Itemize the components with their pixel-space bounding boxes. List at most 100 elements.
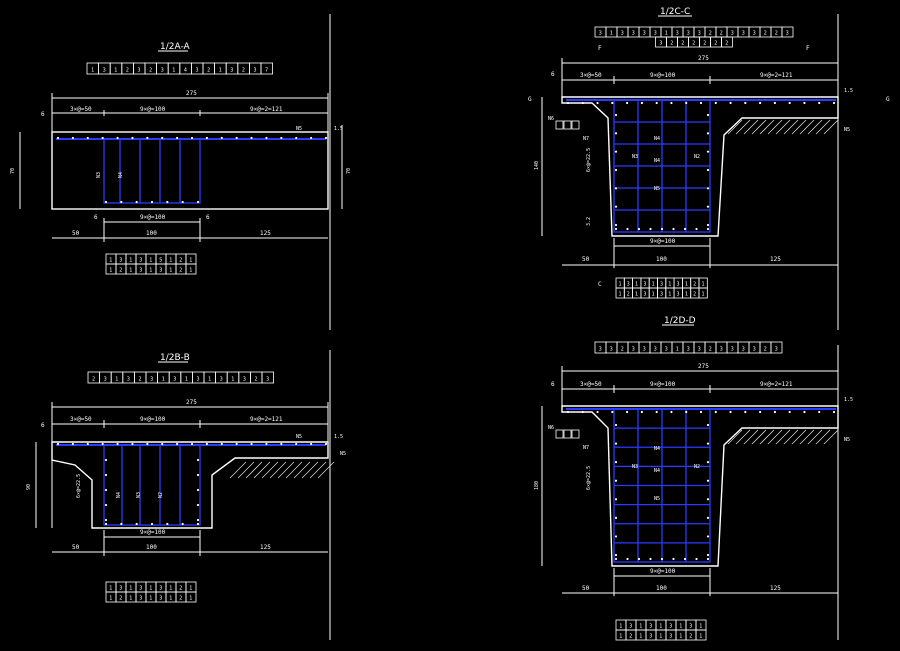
bar-label: N5 (654, 186, 660, 192)
table-cell-text: 2 (629, 634, 632, 640)
rebar-dot (280, 136, 283, 140)
rebar-dot (670, 101, 673, 105)
table-cell-text: 2 (126, 68, 129, 74)
table-cell (185, 591, 197, 603)
rebar-dot (146, 136, 149, 140)
rebar-dot (611, 410, 614, 414)
table-cell-text: 2 (92, 377, 95, 383)
table-cell-text: 2 (149, 68, 152, 74)
rebar-dot (295, 136, 298, 140)
table-cell-text: 1 (668, 282, 671, 288)
dim-total: 275 (698, 55, 709, 62)
table-cell-text: 1 (639, 634, 642, 640)
bottom-rebar: 9×@=100 (650, 238, 676, 245)
hatch-line (743, 429, 759, 445)
table-cell-text: 3 (119, 258, 122, 264)
table-cell-text: 3 (150, 377, 153, 383)
callout-box (563, 429, 572, 439)
rebar-dot (706, 461, 710, 464)
rebar-dots (56, 442, 328, 526)
section-d-title: 1/2D-D (664, 316, 696, 326)
rebar-grid (614, 100, 710, 232)
rebar-dot (729, 101, 732, 105)
rebar-label: 9×@=2=121 (250, 416, 283, 423)
rebar-dot (104, 473, 108, 477)
rebar-dot (86, 136, 89, 140)
rebar-dot (104, 200, 108, 204)
rebar-dot (161, 442, 164, 446)
table-cell-text: 3 (677, 292, 680, 298)
rebar-dot (196, 518, 200, 522)
table-cell-text: 3 (243, 377, 246, 383)
rebar-dot (744, 101, 747, 105)
rebar-dot (626, 410, 629, 414)
hatch-line (807, 119, 823, 135)
hatch-line (309, 461, 327, 479)
table-cell-text: 1 (109, 268, 112, 274)
rebar-dot (614, 557, 618, 561)
table-cell-text: 2 (720, 31, 723, 37)
table-cell-text: 1 (685, 282, 688, 288)
rebar-dot (116, 442, 119, 446)
table-cell-text: 3 (254, 68, 257, 74)
table-cell-text: 3 (654, 31, 657, 37)
table-cell-text: 2 (119, 268, 122, 274)
table-cell-text: 2 (692, 41, 695, 47)
dim-bottom: 50 (582, 585, 590, 592)
table-cell-text: 3 (599, 347, 602, 353)
rebar-dot (181, 522, 184, 526)
rebar-dot (706, 187, 710, 190)
rebar-dot (803, 410, 806, 414)
bar-label: N3 (136, 492, 142, 498)
rebar-dot (640, 410, 643, 414)
rebar-dot (250, 136, 253, 140)
table-cell-text: 3 (643, 347, 646, 353)
table-cell-text: 7 (265, 68, 268, 74)
rebar-dot (706, 557, 710, 561)
rebar-dot (104, 488, 108, 492)
rebar-dot (706, 150, 710, 153)
rebar-dot (655, 410, 658, 414)
rebar-dot (104, 458, 108, 462)
rebar-dot (614, 535, 618, 538)
table-cell-text: 1 (699, 634, 702, 640)
rebar-dot (56, 136, 60, 140)
table-cell-text: 3 (753, 347, 756, 353)
rebar-label: 3×@=50 (580, 72, 602, 79)
rebar-dot (566, 410, 570, 414)
rebar-dot (220, 136, 223, 140)
rebar-dot (71, 136, 74, 140)
hatch-line (727, 119, 743, 135)
callout-box (555, 120, 564, 130)
table-cell-text: 2 (179, 586, 182, 592)
hatch-line (791, 429, 807, 445)
rebar-dot (190, 136, 194, 140)
rebar-dots (566, 410, 836, 561)
rebar-dot (131, 442, 134, 446)
dim-left-height: 140 (534, 161, 540, 170)
hatch-line (759, 429, 775, 445)
table-cell-text: 2 (775, 31, 778, 37)
rebar-dot (626, 227, 629, 231)
rebar-label: 3×@=50 (70, 416, 92, 423)
table-cell-text: 1 (129, 596, 132, 602)
table-cell-text: 3 (687, 347, 690, 353)
rebar-dot (614, 479, 618, 482)
table-cell-text: 3 (660, 282, 663, 288)
table-cell-text: 3 (643, 292, 646, 298)
table-cell-text: 3 (173, 377, 176, 383)
table-cell-text: 1 (91, 68, 94, 74)
table-cell-text: 3 (753, 31, 756, 37)
dim-bottom: 100 (656, 585, 667, 592)
rebar-dot (614, 516, 618, 519)
rebar-dot (581, 410, 584, 414)
table-cell-text: 1 (189, 586, 192, 592)
rebar-dot (614, 553, 618, 557)
table-cell-text: 3 (643, 282, 646, 288)
table-cell-text: 3 (103, 68, 106, 74)
callout-box (571, 429, 580, 439)
rebar-dot (706, 423, 710, 427)
table-cell-text: 1 (635, 282, 638, 288)
table-cell (721, 36, 733, 48)
